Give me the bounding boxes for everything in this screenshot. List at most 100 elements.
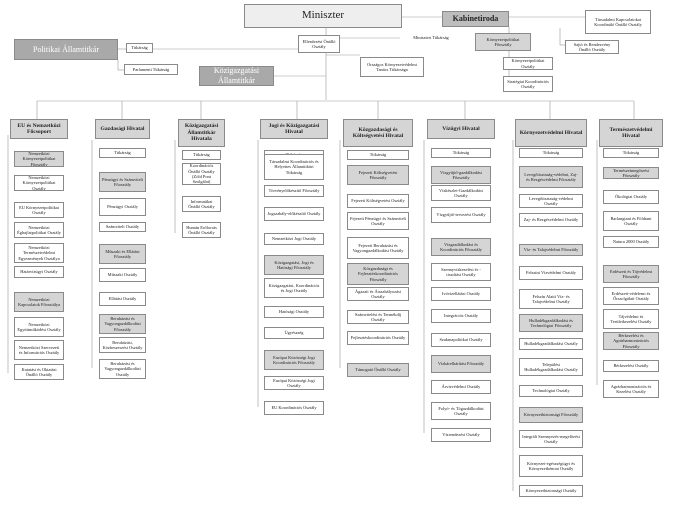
org-unit-box: Nemzetközi Éghajlatpolitikai Osztály [14, 222, 64, 238]
org-unit-box: Vízgyűjtő-gazdálkodási Főosztály [431, 166, 491, 184]
parlamenti-titkarsag-box: Parlamenti Titkárság [124, 64, 178, 75]
org-unit-box: Bérkezelési és Agrárharmonizációs Főoszt… [603, 332, 659, 350]
org-unit-box: Integrált Szennyezés-megelőzési Osztály [519, 430, 583, 448]
org-unit-box: Környezetbiztonsági Főosztály [519, 407, 583, 423]
org-unit-box: Titkárság [431, 148, 491, 158]
org-unit-box: Beruházási és Vagyongazdálkodási Osztály [99, 359, 146, 379]
org-unit-box: Technológiai Osztály [519, 385, 583, 397]
org-unit-box: Nemzetközi Környezetpolitikai Osztály [14, 175, 64, 191]
org-unit-box: EU Környezetpolitikai Osztály [14, 202, 64, 218]
org-unit-box: Közigazgatási, Jogi és Hatósági Főosztál… [264, 255, 324, 275]
pol-titkarsag-box: Titkárság [126, 43, 153, 53]
org-unit-box: Hulladékgazdálkodási és Technológiai Főo… [519, 314, 583, 332]
org-unit-box: Beruházási, Közbeszerzési Osztály [99, 337, 146, 353]
kornyezetpolitikai-foosztaly-box: Környezetpolitikai Főosztály [475, 33, 531, 51]
org-unit-box: Felszíni Vízvédelmi Osztály [519, 266, 583, 280]
org-unit-box: Nemzetközi Együttműködési Osztály [14, 317, 64, 337]
column-header-5: Közgazdasági és Költségvetési Hivatal [343, 119, 413, 147]
column-header-1: EU és Nemzetközi Főcsoport [10, 119, 68, 139]
org-unit-box: Informatikai Önálló Osztály [182, 196, 221, 212]
org-unit-box: Európai Közösségi Jogi Osztály [264, 376, 324, 390]
org-unit-box: Európai Közösségi Jogi Koordinációs Főos… [264, 350, 324, 370]
org-unit-box: Erdészeti-védelemi és Őrszolgálati Osztá… [603, 287, 659, 305]
org-unit-box: Ügyészség [264, 327, 324, 339]
org-unit-box: Nemzetközi Szervezeti és Információs Osz… [14, 340, 64, 360]
org-unit-box: Erdészeti és Tájvédelmi Főosztály [603, 265, 659, 283]
org-unit-box: Koordinációs Önálló Osztály (Zöld Pont S… [182, 163, 221, 185]
org-unit-box: Víz- és Talajvédelmi Főosztály [519, 244, 583, 256]
org-unit-box: Ágazati és Átszabályozási Osztály [347, 287, 409, 301]
org-unit-box: Humán Erőforrás Önálló Osztály [182, 222, 221, 238]
org-unit-box: Műszaki Osztály [99, 268, 146, 282]
org-unit-box: Társadalmi Koordinációs és Helyettes Áll… [264, 154, 324, 180]
miniszter-box: Miniszter [244, 4, 402, 28]
org-unit-box: Nemzetközi Környezetpolitikai Főosztály [14, 151, 64, 167]
org-unit-box: Hulladékgazdálkodási Osztály [519, 338, 583, 350]
org-unit-box: Ellátási Osztály [99, 292, 146, 306]
org-unit-box: Fejezeti Költségvetési Osztály [347, 194, 409, 208]
org-unit-box: Számviteli Osztály [99, 222, 146, 232]
org-unit-box: Fejezeti Pénzügyi és Számviteli Osztály [347, 212, 409, 230]
org-unit-box: Árvízvédelmi Osztály [431, 380, 491, 394]
org-unit-box: Hatósági Osztály [264, 306, 324, 318]
org-unit-box: Nemzetközi Kapcsolatok Főosztálya [14, 292, 64, 312]
org-unit-box: Közigazgatási, Koordinációs és Jogi Oszt… [264, 278, 324, 298]
org-unit-box: Települési Hulladékgazdálkodási Osztály [519, 358, 583, 376]
org-unit-box: Vízkárelhárítási Főosztály [431, 355, 491, 373]
org-unit-box: Környezetbiztonsági Osztály [519, 485, 583, 497]
org-unit-box: Titkárság [519, 148, 583, 158]
politikai-allamtitkar-box: Politikai Államtitkár [14, 39, 118, 60]
miniszteri-titkarsag-box: Miniszteri Titkárság [413, 35, 449, 41]
org-unit-box: Folyó- és Tógazdálkodási Osztály [431, 402, 491, 420]
org-unit-box: Pénzügyi Osztály [99, 198, 146, 216]
column-header-3: Közigazgatási Államtitkár Hivatala [178, 119, 225, 147]
org-unit-box: Vízrendezési Osztály [431, 428, 491, 442]
org-unit-box: Integrációs Osztály [431, 309, 491, 323]
kabinetiroda-box: Kabinetiroda [442, 11, 509, 27]
politikai-allamtitkar-label: Politikai Államtitkár [33, 44, 99, 54]
kornyezetpolitikai-osztaly-box: Környezetpolitikai Osztály [503, 57, 553, 70]
org-unit-box: Fejlesztéskoordinációs Osztály [347, 331, 409, 345]
org-unit-box: Tájvédelmi és Területkezelési Osztály [603, 309, 659, 329]
org-unit-box: Vízgyűjtő-tervezési Osztály [431, 207, 491, 223]
sajto-rendezveny-box: Sajtó és Rendezvény Önálló Osztály [565, 40, 619, 54]
org-unit-box: Nemzetközi Természetvédelmi Egyezmények … [14, 243, 64, 263]
org-unit-box: Jogszabály-előkészítő Osztály [264, 207, 324, 221]
org-unit-box: Agrárharmonizációs és Kezelési Osztály [603, 380, 659, 398]
org-unit-box: Szennyvízkezelési és -tisztítási Osztály [431, 263, 491, 281]
org-unit-box: Közgazdasági és Fejlesztéskoordinációs F… [347, 263, 409, 285]
org-unit-box: Titkárság [99, 148, 146, 158]
org-unit-box: Támogató Önálló Osztály [347, 363, 409, 377]
org-unit-box: Törvényelőkészítő Főosztály [264, 185, 324, 197]
org-unit-box: Nemzetközi Jogi Osztály [264, 233, 324, 245]
org-unit-box: Bérkezelési Osztály [603, 360, 659, 372]
org-unit-box: Műszaki és Ellátási Főosztály [99, 244, 146, 264]
org-unit-box: Titkárság [347, 150, 409, 160]
ellenorzesi-box: Ellenőrzési Önálló Osztály [298, 35, 340, 53]
okt-titkarsaga-box: Országos Környezetvédelmi Tanács Titkárs… [360, 57, 424, 77]
org-unit-box: Titkárság [603, 148, 659, 158]
tarsadalmi-kapcsolatok-box: Társadalmi Kapcsolatokat Koordináló Önál… [585, 10, 651, 34]
org-unit-box: Határvízügyi Osztály [14, 266, 64, 278]
org-unit-box: Ivóvízellátási Osztály [431, 287, 491, 301]
org-unit-box: Környezet-egészségügyi és Környezetkémia… [519, 455, 583, 477]
kozigazgatasi-allamtitkar-box: Közigazgatási Államtitkár [199, 66, 274, 86]
column-header-7: Környezetvédelmi Hivatal [515, 119, 587, 147]
org-unit-box: Levegőtisztaság-védelmi, Zaj- és Rezgésv… [519, 166, 583, 188]
kozigazgatasi-allamtitkar-label: Közigazgatási Államtitkár [213, 66, 260, 85]
org-unit-box: Fejezeti Költségvetési Főosztály [347, 165, 409, 185]
org-unit-box: Szakmapolitikai Osztály [431, 333, 491, 347]
org-unit-box: Barlangtani és Földtani Osztály [603, 211, 659, 231]
org-unit-box: Vízkészlet-Gazdálkodási Osztály [431, 185, 491, 201]
column-header-6: Vízügyi Hivatal [427, 119, 495, 139]
org-unit-box: Levegőtisztaság-védelmi Osztály [519, 194, 583, 208]
org-unit-box: Felszín Alatti Víz- és Talajvédelmi Oszt… [519, 289, 583, 309]
org-unit-box: Zaj- és Rezgésvédelmi Osztály [519, 213, 583, 227]
org-unit-box: Természetmegőrzési Főosztály [603, 167, 659, 179]
org-unit-box: Ökológiai Osztály [603, 190, 659, 204]
org-unit-box: Kutatási és Oktatási Önálló Osztály [14, 364, 64, 380]
kabinetiroda-label: Kabinetiroda [452, 14, 499, 24]
org-unit-box: Natura 2000 Osztály [603, 236, 659, 248]
column-header-4: Jogi és Közigazgatási Hivatal [260, 119, 328, 139]
strategiai-box: Stratégiai Koordinációs Osztály [503, 76, 553, 92]
